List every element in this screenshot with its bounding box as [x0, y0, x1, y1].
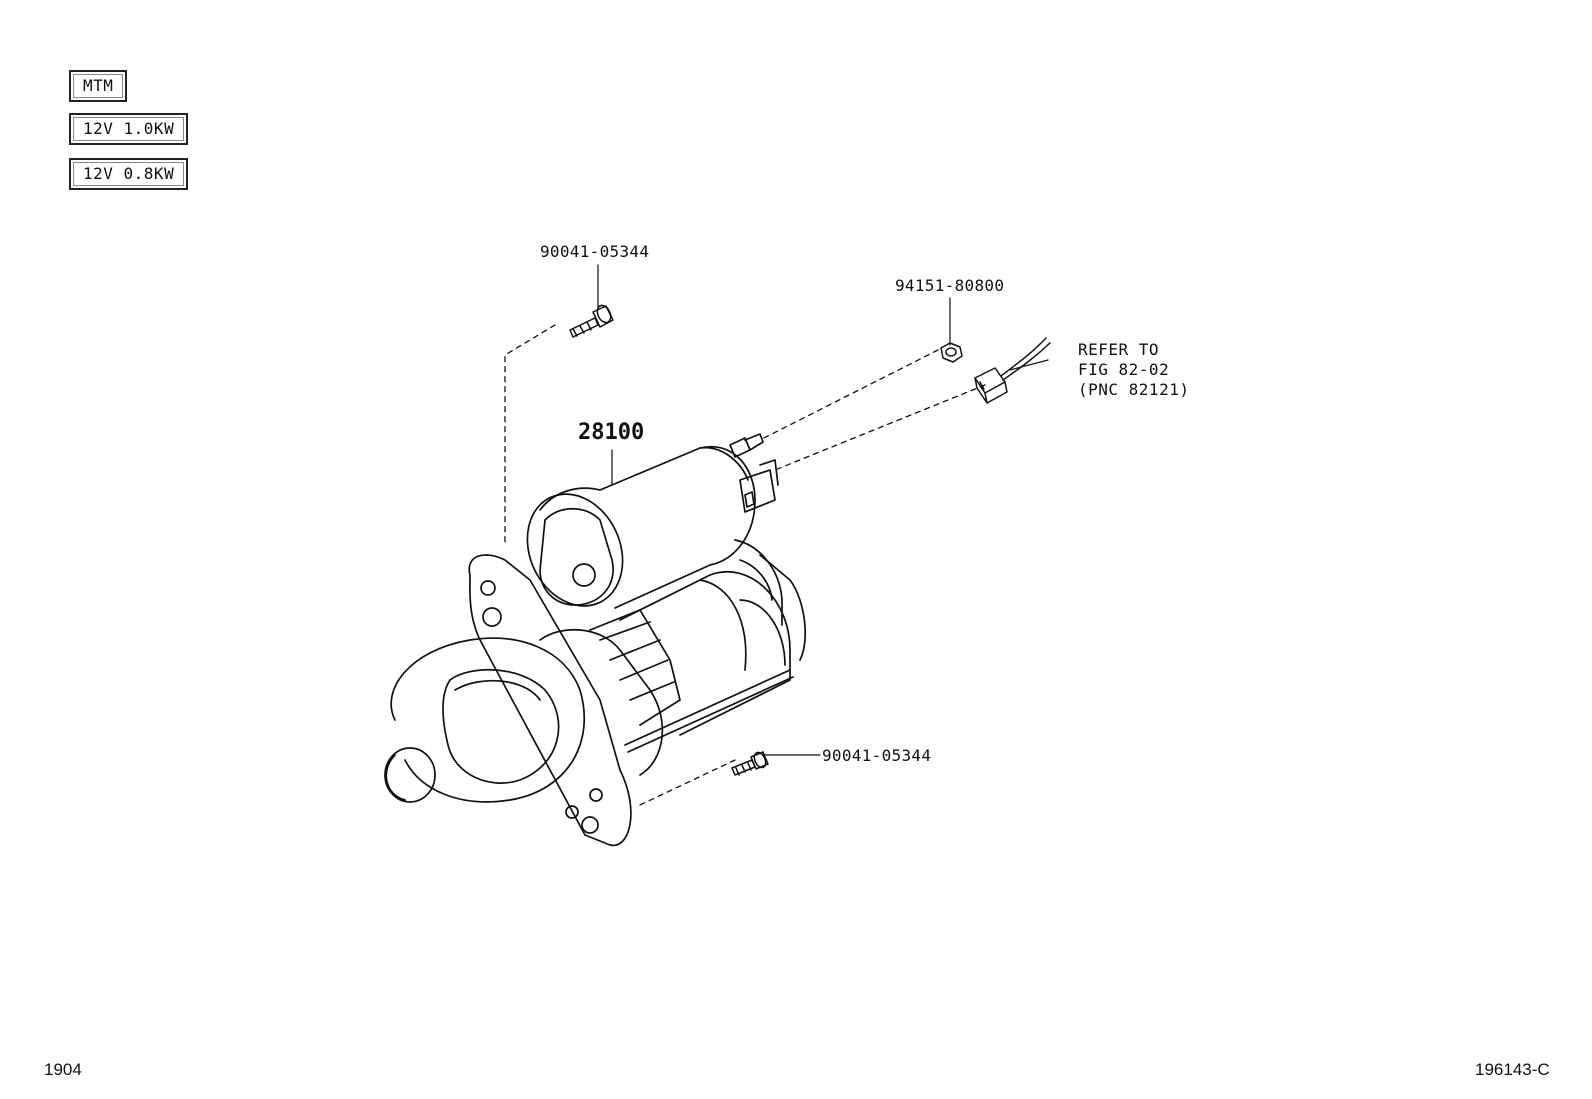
wire-connector-icon — [974, 337, 1051, 404]
reference-note-line-1: REFER TO — [1078, 340, 1160, 359]
label-leaders — [597, 264, 1049, 756]
bolt-bottom-icon — [731, 751, 769, 776]
dashed-leaders — [504, 324, 986, 806]
reference-note-line-3: (PNC 82121) — [1078, 380, 1190, 399]
reference-note-line-2: FIG 82-02 — [1078, 360, 1170, 379]
part-label-nut: 94151-80800 — [895, 276, 1005, 295]
part-label-bolt-top: 90041-05344 — [540, 242, 650, 261]
starter-motor-icon — [384, 433, 806, 847]
variant-tag-mtm: MTM — [69, 70, 128, 102]
footer-left-code: 1904 — [44, 1060, 82, 1079]
part-label-bolt-bottom: 90041-05344 — [822, 746, 932, 765]
variant-tag-12v-08kw-text: 12V 0.8KW — [83, 164, 175, 183]
footer-right-code: 196143-C — [1475, 1060, 1550, 1079]
bolt-top-icon — [569, 304, 614, 338]
variant-tag-mtm-text: MTM — [83, 76, 114, 95]
nut-icon — [940, 342, 963, 363]
variant-tag-12v-1kw-text: 12V 1.0KW — [83, 119, 175, 138]
reference-note: REFER TO FIG 82-02 (PNC 82121) — [1078, 340, 1189, 400]
part-label-starter-assembly: 28100 — [578, 420, 645, 445]
